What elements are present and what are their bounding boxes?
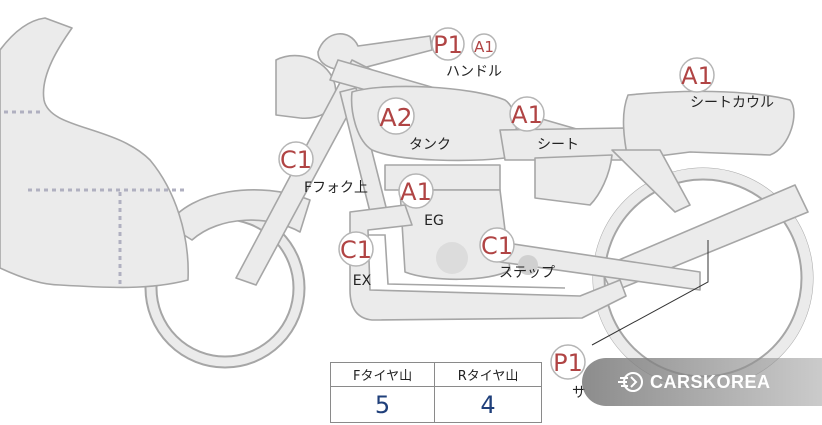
tank-label: タンク [409,137,451,153]
carskorea-watermark: CARSKOREA [582,358,822,406]
svg-text:C1: C1 [481,232,513,260]
grade-marker-tank-a2: A2 [377,97,415,135]
grade-marker-seat-cowl-a1: A1 [679,57,715,93]
handlebar [317,33,433,72]
headlight [275,54,337,120]
grade-marker-exhaust-c1: C1 [338,231,374,267]
rear-tire-header: Rタイヤ山 [434,362,542,387]
grade-marker-handle-p1: P1 [431,27,465,61]
handle-label: ハンドル [446,64,502,80]
front-tire-value: 5 [329,386,436,423]
rear-frame [611,149,691,213]
grade-marker-step-c1: C1 [479,227,515,263]
svg-text:A1: A1 [474,38,494,56]
grade-marker-seat-a1: A1 [509,96,545,132]
svg-text:A1: A1 [511,101,543,129]
svg-text:A1: A1 [681,62,713,90]
grade-marker-front-fork-c1: C1 [278,141,314,177]
side-cover [534,154,613,206]
seat-cowl-label: シートカウル [690,95,774,111]
foot-peg [518,255,538,275]
grade-marker-handle-a1: A1 [471,33,497,59]
front-tire-header: Fタイヤ山 [329,362,436,387]
front-fork-label: Fフォク上 [304,180,368,196]
svg-text:P1: P1 [433,31,463,59]
grade-marker-engine-a1: A1 [398,173,434,209]
rear-tire-value: 4 [434,386,542,423]
seat-cowl [622,90,795,161]
exhaust-label: EX [353,273,372,289]
front-fender [167,189,311,241]
watermark-text: CARSKOREA [650,371,771,392]
step-label: ステップ [499,265,555,281]
svg-text:A2: A2 [379,103,412,132]
svg-text:C1: C1 [340,236,372,264]
tire-tread-table: Fタイヤ山 Rタイヤ山 5 4 [329,362,542,423]
front-fairing [0,17,189,289]
svg-text:A1: A1 [400,178,432,206]
seat-label: シート [537,137,579,153]
carskorea-flame-logo-icon [618,372,643,392]
svg-text:C1: C1 [280,146,312,174]
grade-marker-muffler-p1: P1 [550,344,586,380]
engine-label: EG [424,213,444,229]
svg-text:P1: P1 [553,349,583,377]
engine-case-cover [436,242,468,274]
